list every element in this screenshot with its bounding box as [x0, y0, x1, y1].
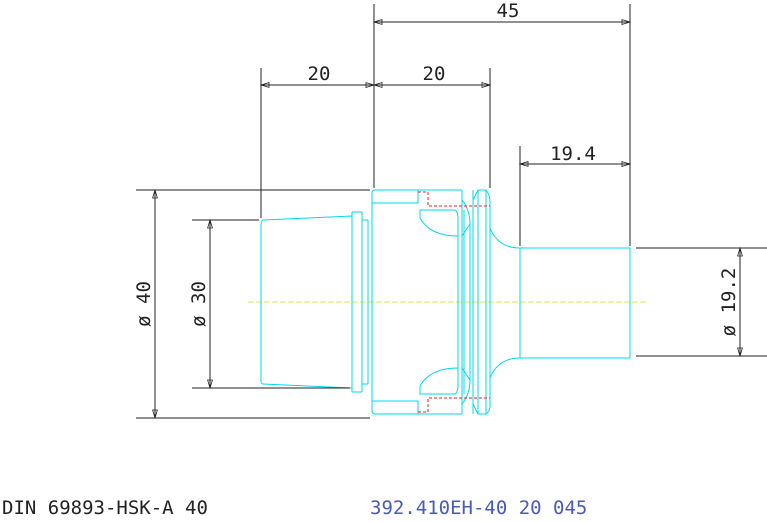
part-outline	[260, 189, 631, 415]
hidden-lines	[418, 191, 490, 413]
dim-taper-diameter: ø 30	[188, 281, 210, 327]
dim-overall-length: 45	[497, 0, 520, 22]
part-number: 392.410EH-40 20 045	[370, 497, 587, 519]
dim-shank-diameter: ø 19.2	[718, 268, 740, 337]
dim-taper-length: 20	[423, 63, 446, 85]
dim-shank-length: 19.4	[550, 143, 596, 165]
dim-flange-diameter: ø 40	[133, 281, 155, 327]
dim-flange-length: 20	[308, 63, 331, 85]
standard-label: DIN 69893-HSK-A 40	[2, 497, 208, 519]
dimension-lines	[136, 4, 767, 418]
